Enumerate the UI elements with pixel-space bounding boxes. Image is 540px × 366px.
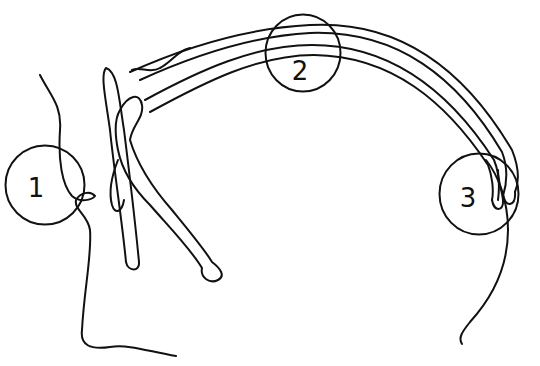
vertical-structure: [103, 68, 139, 270]
callout-circle: 3: [438, 152, 520, 236]
callout-number: 3: [460, 185, 477, 211]
circle-outline: [6, 146, 85, 225]
arch-vessel: [150, 55, 493, 200]
callout-number: 2: [292, 58, 309, 84]
arch-vessel: [140, 33, 506, 196]
branch-structure: [116, 97, 222, 281]
callout-circle: 2: [264, 13, 342, 93]
descending-strand: [460, 160, 508, 344]
arch-vessel: [130, 25, 518, 192]
circle-outline: [4, 144, 86, 226]
lower-branch: [110, 160, 124, 211]
callout-number: 1: [28, 175, 45, 201]
arch-vessel: [145, 45, 499, 200]
circle-outline: [440, 154, 519, 235]
wavy-strand: [132, 48, 190, 70]
callout-circle: 1: [4, 144, 86, 226]
circle-outline: [438, 152, 520, 236]
circle-outline: [266, 15, 341, 92]
